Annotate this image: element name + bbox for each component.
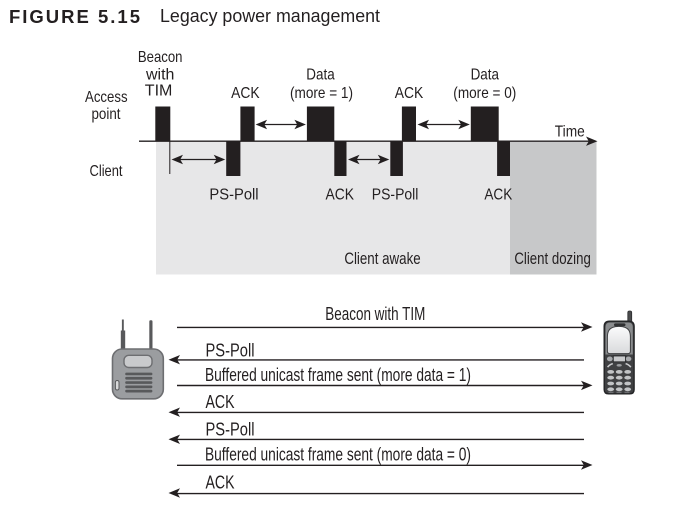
svg-text:Beacon with TIM: Beacon with TIM bbox=[325, 304, 425, 324]
svg-text:Client awake: Client awake bbox=[344, 249, 420, 268]
svg-text:with: with bbox=[145, 67, 174, 84]
svg-text:PS-Poll: PS-Poll bbox=[209, 186, 258, 203]
svg-text:(more = 1): (more = 1) bbox=[290, 85, 353, 102]
svg-text:Buffered unicast frame sent (m: Buffered unicast frame sent (more data =… bbox=[205, 365, 471, 385]
svg-text:ACK: ACK bbox=[206, 392, 235, 412]
svg-text:ACK: ACK bbox=[484, 186, 512, 203]
svg-text:ACK: ACK bbox=[395, 85, 424, 102]
svg-text:Buffered unicast frame sent (m: Buffered unicast frame sent (more data =… bbox=[205, 445, 471, 465]
svg-text:PS-Poll: PS-Poll bbox=[372, 186, 419, 203]
svg-text:point: point bbox=[92, 106, 121, 123]
svg-text:Data: Data bbox=[306, 67, 334, 84]
svg-text:PS-Poll: PS-Poll bbox=[206, 420, 255, 440]
svg-text:Access: Access bbox=[85, 89, 128, 106]
svg-text:Data: Data bbox=[471, 67, 499, 84]
svg-text:ACK: ACK bbox=[326, 186, 355, 203]
svg-text:Time: Time bbox=[555, 124, 585, 141]
svg-text:ACK: ACK bbox=[206, 473, 235, 493]
svg-text:Beacon: Beacon bbox=[138, 49, 183, 66]
svg-text:ACK: ACK bbox=[231, 85, 260, 102]
svg-text:Legacy power management: Legacy power management bbox=[160, 6, 380, 26]
svg-text:TIM: TIM bbox=[145, 83, 173, 100]
svg-text:PS-Poll: PS-Poll bbox=[206, 341, 255, 361]
svg-text:FIGURE 5.15: FIGURE 5.15 bbox=[9, 6, 140, 27]
svg-text:(more = 0): (more = 0) bbox=[453, 85, 516, 102]
svg-text:Client dozing: Client dozing bbox=[514, 249, 590, 268]
svg-text:Client: Client bbox=[90, 163, 123, 180]
